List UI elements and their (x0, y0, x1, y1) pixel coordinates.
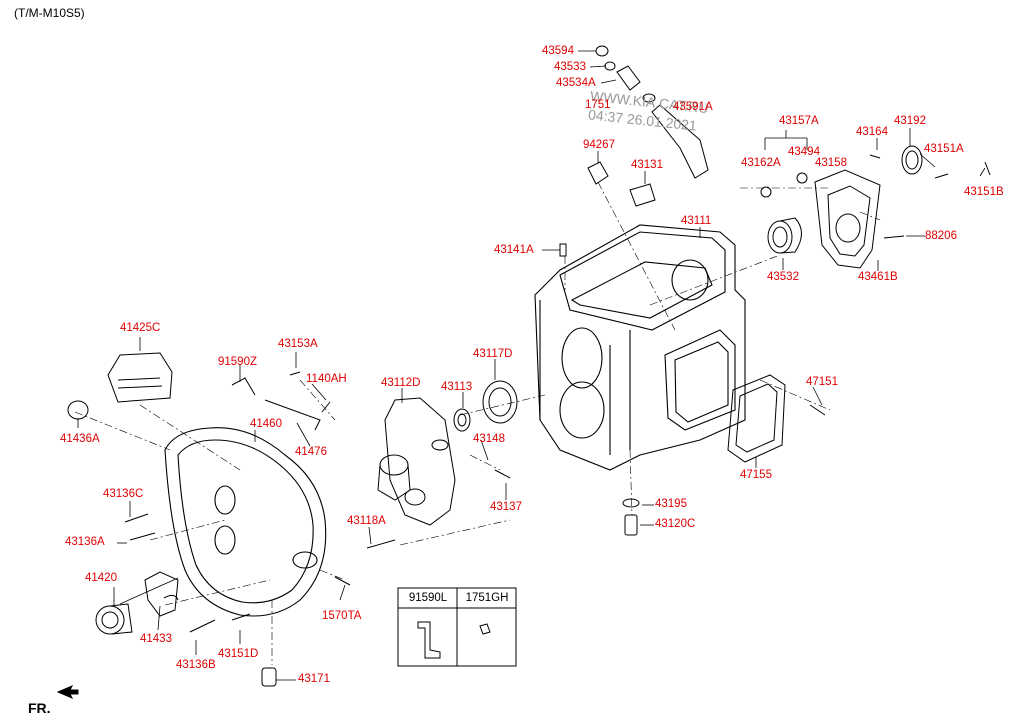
part-label-91590z[interactable]: 91590Z (218, 356, 258, 368)
part-label-43164[interactable]: 43164 (856, 126, 888, 138)
part-label-43137[interactable]: 43137 (490, 501, 522, 513)
part-label-88206[interactable]: 88206 (925, 230, 957, 242)
part-label-43151d[interactable]: 43151D (218, 648, 259, 660)
part-label-47155[interactable]: 47155 (740, 469, 772, 481)
part-label-43533[interactable]: 43533 (554, 61, 586, 73)
part-label-94267[interactable]: 94267 (583, 139, 615, 151)
part-label-43151a[interactable]: 43151A (924, 143, 964, 155)
part-label-43118a[interactable]: 43118A (347, 515, 386, 527)
rear-cover (814, 169, 881, 269)
transmission-case (534, 224, 746, 471)
release-bearing (95, 603, 133, 635)
part-label-43162a[interactable]: 43162A (741, 157, 781, 169)
part-label-1140ah[interactable]: 1140AH (306, 373, 347, 385)
part-label-43112d[interactable]: 43112D (381, 377, 421, 389)
part-label-43158[interactable]: 43158 (815, 157, 847, 169)
part-label-41476[interactable]: 41476 (295, 446, 327, 458)
part-label-43195[interactable]: 43195 (655, 498, 687, 510)
part-label-43192[interactable]: 43192 (894, 115, 926, 127)
bolts (124, 154, 991, 687)
leader-lines (77, 50, 986, 681)
part-label-43494[interactable]: 43494 (788, 146, 820, 158)
front-direction-label: FR. (28, 700, 51, 716)
speedometer-gear (595, 45, 709, 179)
part-label-43171[interactable]: 43171 (298, 673, 330, 685)
oil-seal-43192 (901, 145, 923, 175)
table-col-1751gh: 1751GH (465, 592, 509, 604)
part-label-43141a[interactable]: 43141A (494, 244, 534, 256)
part-label-41433[interactable]: 41433 (140, 633, 172, 645)
part-label-41420[interactable]: 41420 (85, 572, 117, 584)
part-label-43136b[interactable]: 43136B (176, 659, 216, 671)
part-label-43153a[interactable]: 43153A (278, 338, 318, 350)
part-label-43591a[interactable]: 43591A (673, 101, 713, 113)
center-lines (74, 181, 881, 665)
part-label-43461b[interactable]: 43461B (858, 271, 898, 283)
part-label-43157a[interactable]: 43157A (779, 115, 819, 127)
part-label-43111[interactable]: 43111 (681, 215, 712, 227)
part-label-47151[interactable]: 47151 (806, 376, 838, 388)
oil-seal-43117d (453, 380, 518, 432)
model-code: (T/M-M10S5) (14, 6, 85, 20)
parts-table (397, 587, 517, 667)
bell-housing (164, 427, 327, 617)
bushing (67, 400, 89, 420)
part-label-41436a[interactable]: 41436A (60, 433, 100, 445)
part-label-43136c[interactable]: 43136C (103, 488, 144, 500)
side-cover (727, 374, 786, 463)
part-label-43117d[interactable]: 43117D (473, 348, 513, 360)
bearing-retainer (377, 397, 456, 526)
part-label-41425c[interactable]: 41425C (120, 322, 161, 334)
front-arrow (56, 685, 79, 699)
part-label-43131[interactable]: 43131 (631, 159, 663, 171)
part-label-1751[interactable]: 1751 (585, 99, 611, 111)
part-label-43113[interactable]: 43113 (441, 381, 473, 393)
part-label-43151b[interactable]: 43151B (964, 186, 1004, 198)
part-label-41460[interactable]: 41460 (250, 418, 282, 430)
part-label-43594[interactable]: 43594 (542, 45, 574, 57)
part-label-43120c[interactable]: 43120C (655, 518, 696, 530)
part-label-43532[interactable]: 43532 (767, 271, 799, 283)
part-label-1570ta[interactable]: 1570TA (322, 610, 362, 622)
bearing (767, 217, 802, 254)
part-label-43136a[interactable]: 43136A (65, 536, 105, 548)
table-col-91590l: 91590L (408, 592, 448, 604)
part-label-43148[interactable]: 43148 (473, 433, 505, 445)
dust-boot (107, 352, 173, 403)
part-label-43534a[interactable]: 43534A (556, 77, 596, 89)
release-fork (144, 571, 179, 617)
